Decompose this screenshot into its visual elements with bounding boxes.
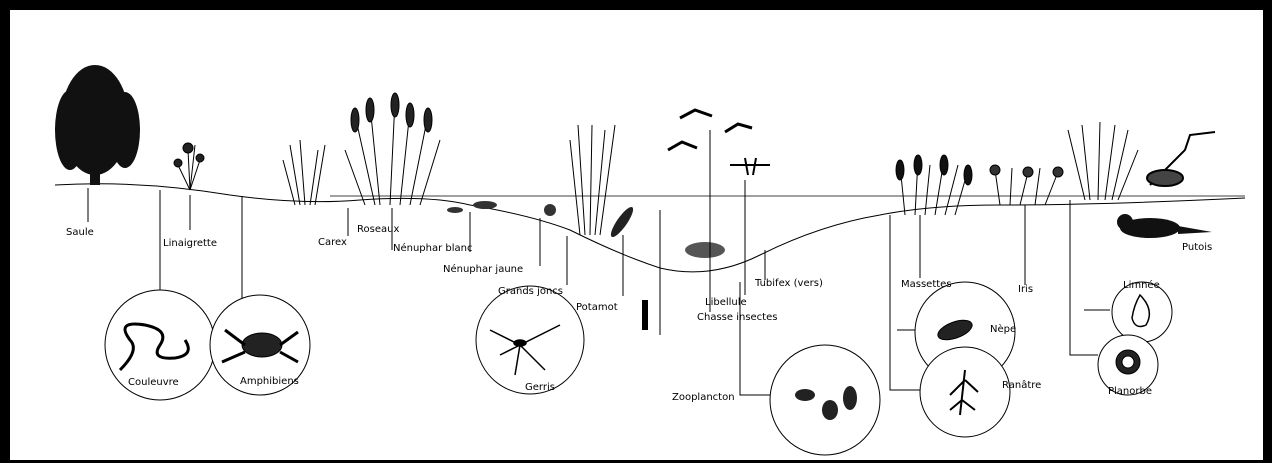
cotton-grass-icon — [174, 143, 204, 190]
label-limnee: Limnée — [1123, 279, 1160, 291]
label-carex: Carex — [318, 237, 347, 248]
label-nenuphar-blanc: Nénuphar blanc — [393, 242, 473, 254]
label-roseaux: Roseaux — [357, 224, 399, 235]
ground-line — [55, 184, 1245, 272]
label-nenuphar-jaune: Nénuphar jaune — [443, 263, 523, 275]
label-grands-joncs: Grands joncs — [498, 286, 563, 297]
sedge-icon — [283, 140, 325, 205]
label-nepe: Nèpe — [990, 323, 1016, 335]
ramshorn-snail-icon — [1116, 350, 1140, 374]
willow-tree-icon — [55, 65, 140, 185]
potamot-root-marker — [642, 300, 648, 330]
label-linaigrette: Linaigrette — [163, 238, 217, 249]
label-couleuvre: Couleuvre — [128, 377, 179, 388]
iris-icon — [990, 165, 1063, 205]
label-iris: Iris — [1018, 284, 1033, 295]
fish-icon — [685, 242, 725, 258]
label-libellule: Libellule — [705, 297, 747, 308]
rushes-icon — [570, 125, 615, 235]
label-gerris: Gerris — [525, 382, 555, 393]
reeds-right-icon — [1068, 122, 1138, 200]
reeds-icon — [345, 93, 440, 205]
pondweed-icon — [608, 204, 637, 239]
label-chasse-insectes: Chasse insectes — [697, 312, 777, 323]
zooplancton-circle — [770, 345, 880, 455]
label-ranatre: Ranâtre — [1002, 379, 1041, 391]
heron-icon — [1147, 132, 1215, 186]
label-putois: Putois — [1182, 242, 1212, 253]
label-saule: Saule — [66, 227, 94, 238]
dragonfly-icon — [730, 158, 770, 175]
polecat-icon — [1117, 214, 1212, 238]
label-zooplancton: Zooplancton — [672, 392, 735, 403]
label-planorbe: Planorbe — [1108, 386, 1152, 397]
ranatre-circle — [920, 347, 1010, 437]
label-potamot: Potamot — [576, 302, 618, 313]
label-massettes: Massettes — [901, 279, 952, 290]
label-amphibiens: Amphibiens — [240, 376, 299, 387]
label-tubifex: Tubifex (vers) — [754, 278, 823, 289]
